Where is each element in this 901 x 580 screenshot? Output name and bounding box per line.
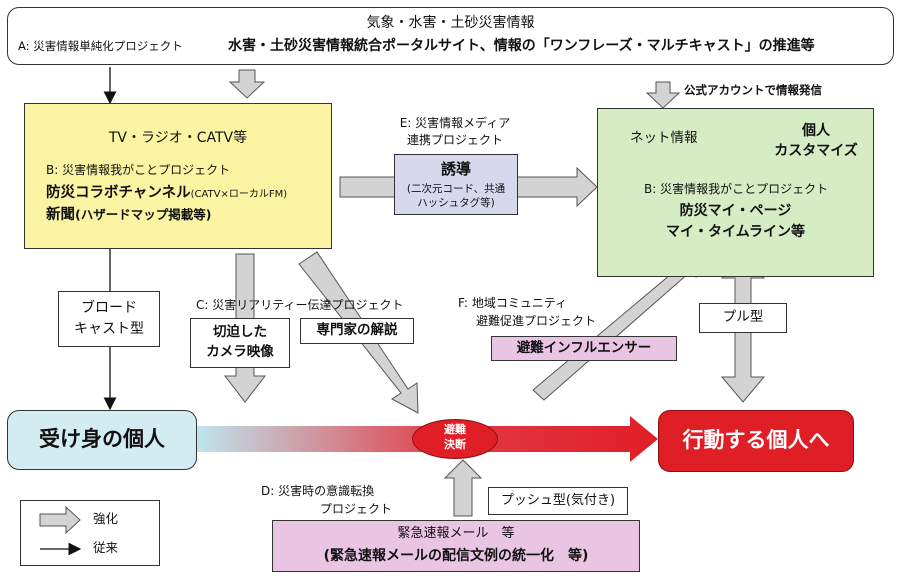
project-e-label-2: 連携プロジェクト [406, 133, 503, 147]
net-line2: マイ・タイムライン等 [665, 224, 806, 240]
official-account-label: 公式アカウントで情報発信 [684, 83, 822, 97]
tv-line1-small: (CATV×ローカルFM) [190, 189, 288, 200]
gray-arrow-push [443, 459, 483, 517]
passive-person-label: 受け身の個人 [39, 427, 165, 451]
top-banner: 気象・水害・土砂災害情報 A: 災害情報単純化プロジェクト 水害・土砂災害情報統… [7, 7, 894, 65]
guide-sub-1: (二次元コード、共通 [406, 183, 506, 195]
project-d-label-1: D: 災害時の意識転換 [261, 484, 375, 498]
camera-line2: カメラ映像 [206, 344, 274, 360]
passive-person-box: 受け身の個人 [7, 410, 197, 470]
influencer-label: 避難インフルエンサー [516, 340, 652, 356]
emergency-mail-box: 緊急速報メール 等 (緊急速報メールの配信文例の統一化 等) [272, 520, 640, 572]
evacuation-decision-ellipse: 避難 決断 [412, 419, 498, 459]
net-info-box: ネット情報 個人 カスタマイズ B: 災害情報我がことプロジェクト 防災マイ・ペ… [597, 108, 874, 277]
decision-line2: 決断 [444, 438, 466, 451]
tv-line1: 防災コラボチャンネル(CATV×ローカルFM) [46, 185, 287, 202]
broadcast-type-box: ブロード キャスト型 [58, 291, 160, 347]
tv-line2-rest: (ハザードマップ掲載等) [75, 207, 212, 222]
expert-label: 専門家の解説 [316, 322, 398, 338]
top-headline: 水害・土砂災害情報統合ポータルサイト、情報の「ワンフレーズ・マルチキャスト」の推… [228, 38, 815, 54]
gray-arrow-to-net [645, 81, 681, 109]
net-line1: 防災マイ・ページ [679, 203, 792, 219]
guide-title: 誘導 [440, 160, 471, 178]
tv-line2: 新聞(ハザードマップ掲載等) [46, 207, 211, 224]
net-personal-2: カスタマイズ [774, 143, 858, 159]
gray-arrow-top-to-tv [228, 69, 266, 99]
project-f-label-1: F: 地域コミュニティ [458, 296, 568, 310]
project-d-label-2: プロジェクト [320, 502, 393, 516]
broadcast-line1: ブロード [81, 300, 137, 316]
legend-box: 強化 従来 [20, 500, 160, 566]
project-f-label-2: 避難促進プロジェクト [476, 314, 597, 328]
project-e-label-1: E: 災害情報メディア [399, 116, 511, 130]
project-a-label: A: 災害情報単純化プロジェクト [18, 39, 183, 53]
camera-line1: 切迫した [213, 324, 267, 340]
legend-gray-arrow [39, 505, 81, 535]
legend-conventional-label: 従来 [93, 540, 119, 555]
camera-box: 切迫した カメラ映像 [190, 318, 290, 368]
expert-box: 専門家の解説 [300, 318, 414, 344]
tv-radio-catv-box: TV・ラジオ・CATV等 B: 災害情報我がことプロジェクト 防災コラボチャンネ… [24, 103, 332, 249]
pull-type-box: プル型 [699, 303, 787, 333]
tv-line2-bold: 新聞 [46, 207, 75, 223]
net-personal-1: 個人 [802, 123, 830, 139]
push-type-label: プッシュ型(気付き) [500, 493, 616, 508]
legend-strengthen-label: 強化 [93, 511, 119, 526]
emergency-line1: 緊急速報メール 等 [397, 526, 515, 541]
decision-line1: 避難 [444, 423, 466, 436]
active-person-box: 行動する個人へ [658, 410, 854, 472]
top-title: 気象・水害・土砂災害情報 [366, 15, 535, 31]
pull-type-label: プル型 [722, 309, 764, 325]
tv-line1-bold: 防災コラボチャンネル [46, 185, 191, 201]
net-project-b: B: 災害情報我がことプロジェクト [644, 182, 829, 196]
influencer-box: 避難インフルエンサー [491, 336, 677, 361]
broadcast-line2: キャスト型 [74, 321, 144, 337]
push-type-box: プッシュ型(気付き) [488, 487, 628, 515]
active-person-label: 行動する個人へ [682, 428, 830, 452]
emergency-line2: (緊急速報メールの配信文例の統一化 等) [323, 548, 589, 564]
net-heading: ネット情報 [630, 130, 698, 146]
tv-heading: TV・ラジオ・CATV等 [108, 130, 248, 146]
tv-project-b: B: 災害情報我がことプロジェクト [46, 163, 231, 177]
guide-sub-2: ハッシュタグ等) [417, 197, 495, 209]
project-c-label: C: 災害リアリティー伝達プロジェクト [196, 298, 404, 312]
guide-box: 誘導 (二次元コード、共通 ハッシュタグ等) [394, 154, 518, 215]
